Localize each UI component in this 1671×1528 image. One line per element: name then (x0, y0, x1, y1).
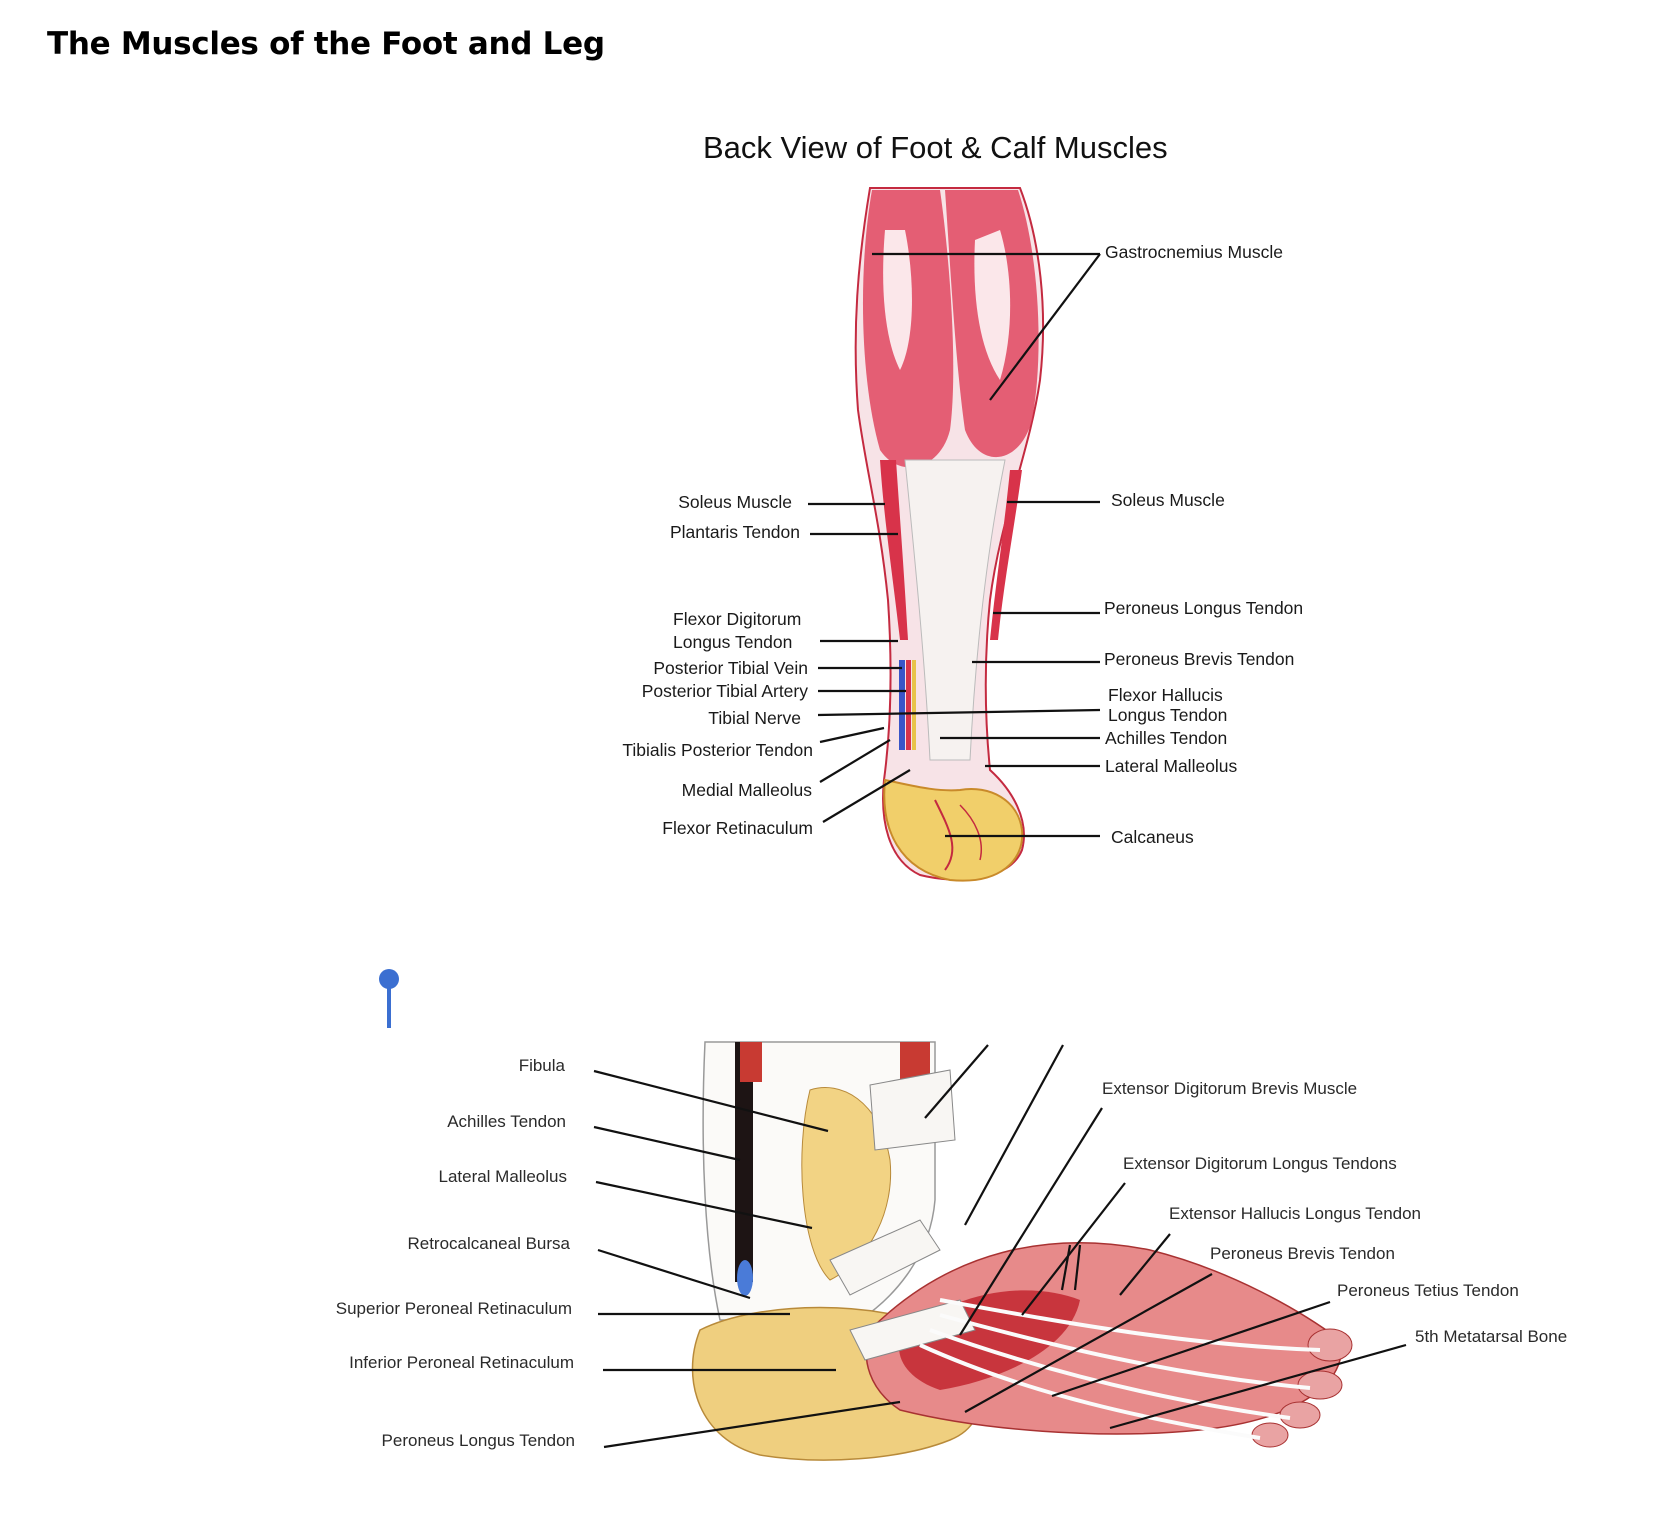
label-plantaris-tendon: Plantaris Tendon (669, 522, 800, 542)
label-extensor-hallucis-longus: Extensor Hallucis Longus Tendon (1169, 1204, 1422, 1223)
label-flexor-hallucis-line2: Longus Tendon (1108, 705, 1228, 725)
document-title: The Muscles of the Foot and Leg (47, 26, 605, 62)
label-peroneus-tetius-tendon: Peroneus Tetius Tendon (1337, 1281, 1519, 1300)
label-fibula: Fibula (518, 1056, 565, 1075)
label-achilles-tendon-side: Achilles Tendon (447, 1112, 566, 1131)
label-medial-malleolus: Medial Malleolus (681, 780, 812, 800)
label-flexor-hallucis-line1: Flexor Hallucis (1108, 685, 1223, 705)
label-lateral-malleolus-back: Lateral Malleolus (1105, 756, 1238, 776)
map-pin-cursor-icon[interactable] (378, 968, 400, 1030)
label-tibialis-posterior-tendon: Tibialis Posterior Tendon (622, 740, 813, 760)
label-retrocalcaneal-bursa: Retrocalcaneal Bursa (407, 1234, 570, 1253)
label-extensor-digitorum-brevis: Extensor Digitorum Brevis Muscle (1102, 1079, 1358, 1098)
label-tibial-nerve: Tibial Nerve (708, 708, 801, 728)
label-5th-metatarsal-bone: 5th Metatarsal Bone (1415, 1327, 1568, 1346)
label-superior-peroneal-retinaculum: Superior Peroneal Retinaculum (335, 1299, 572, 1318)
label-inferior-peroneal-retinaculum: Inferior Peroneal Retinaculum (349, 1353, 574, 1372)
side-view-leader-lines (593, 1044, 1407, 1449)
label-flexor-digitorum-line2: Longus Tendon (673, 632, 793, 652)
back-view-leg-drawing (854, 187, 1045, 882)
label-achilles-tendon-back: Achilles Tendon (1105, 728, 1228, 748)
label-peroneus-brevis-tendon: Peroneus Brevis Tendon (1104, 649, 1295, 669)
back-view-figure-title: Back View of Foot & Calf Muscles (703, 130, 1168, 165)
label-lateral-malleolus-side: Lateral Malleolus (438, 1167, 567, 1186)
label-posterior-tibial-artery: Posterior Tibial Artery (641, 681, 808, 701)
label-flexor-retinaculum: Flexor Retinaculum (662, 818, 813, 838)
label-gastrocnemius-muscle: Gastrocnemius Muscle (1105, 242, 1283, 262)
label-peroneus-brevis-tendon-side: Peroneus Brevis Tendon (1210, 1244, 1395, 1263)
label-soleus-muscle-left: Soleus Muscle (678, 492, 792, 512)
label-posterior-tibial-vein: Posterior Tibial Vein (653, 658, 808, 678)
label-flexor-digitorum-line1: Flexor Digitorum (673, 609, 802, 629)
side-view-foot-drawing (691, 1041, 1353, 1461)
label-peroneus-longus-tendon: Peroneus Longus Tendon (1104, 598, 1304, 618)
label-calcaneus: Calcaneus (1111, 827, 1194, 847)
label-peroneus-longus-tendon-side: Peroneus Longus Tendon (381, 1431, 575, 1450)
label-extensor-digitorum-longus: Extensor Digitorum Longus Tendons (1123, 1154, 1397, 1173)
label-soleus-muscle-right: Soleus Muscle (1111, 490, 1225, 510)
back-view-leader-lines (808, 252, 1101, 838)
